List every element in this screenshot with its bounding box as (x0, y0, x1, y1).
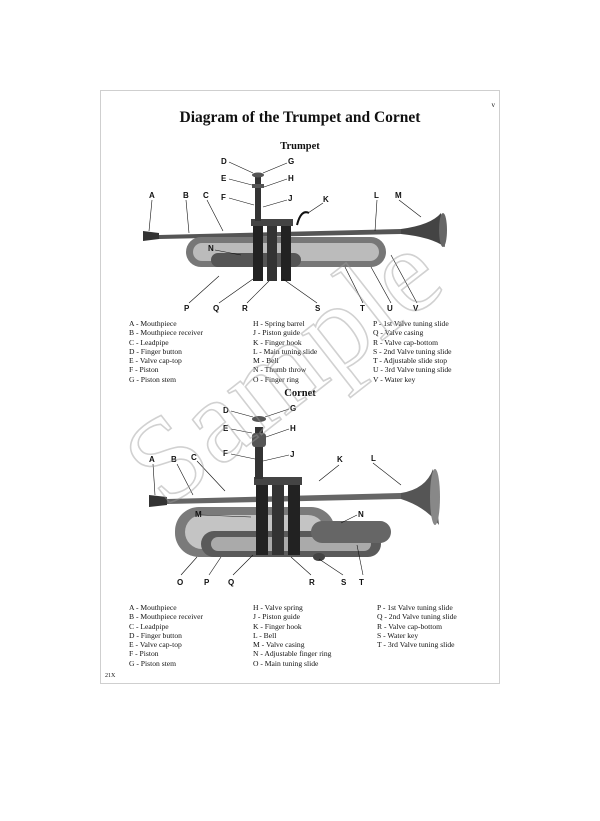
cornet-label-m: M (195, 510, 202, 519)
trumpet-legend: A - Mouthpiece B - Mouthpiece receiver C… (129, 319, 489, 385)
cornet-heading: Cornet (284, 388, 316, 399)
cornet-label-c: C (191, 453, 197, 462)
legend-item: D - Finger button (129, 630, 182, 640)
legend-item: A - Mouthpiece (129, 603, 177, 612)
legend-item: T - 3rd Valve tuning slide (377, 640, 455, 650)
cornet-label-t: T (359, 578, 364, 587)
legend-item: S - Water key (377, 630, 419, 640)
legend-item: Q - 2nd Valve tuning slide (377, 612, 457, 622)
page-number: 21X (105, 673, 116, 679)
legend-item: Q - Valve casing (373, 328, 424, 338)
trumpet-label-j: J (288, 194, 292, 203)
cornet-label-n: N (358, 510, 364, 519)
legend-item: M - Bell (253, 356, 279, 366)
trumpet-label-v: V (413, 304, 419, 313)
legend-item: E - Valve cap-top (129, 640, 182, 650)
legend-item: T - Adjustable slide stop (373, 356, 448, 366)
legend-item: V - Water key (373, 374, 416, 384)
trumpet-label-e: E (221, 174, 227, 183)
legend-item: P - 1st Valve tuning slide (373, 319, 449, 328)
cornet-label-h: H (290, 424, 296, 433)
legend-item: O - Finger ring (253, 374, 299, 384)
trumpet-legend-col-3: P - 1st Valve tuning slide Q - Valve cas… (373, 319, 503, 384)
legend-item: L - Bell (253, 630, 277, 640)
legend-item: C - Leadpipe (129, 621, 169, 631)
trumpet-label-k: K (323, 195, 329, 204)
cornet-label-r: R (309, 578, 315, 587)
legend-item: F - Piston (129, 365, 159, 375)
cornet-diagram: A B C D E F G H J K L M N O P Q R S T (149, 404, 440, 587)
trumpet-label-l: L (374, 191, 379, 200)
legend-item: R - Valve cap-bottom (377, 621, 443, 631)
trumpet-legend-col-2: H - Spring barrel J - Piston guide K - F… (253, 319, 383, 384)
document-page: v Diagram of the Trumpet and Cornet Trum… (100, 90, 500, 684)
legend-item: L - Main tuning slide (253, 346, 318, 356)
cornet-label-l: L (371, 454, 376, 463)
legend-item: F - Piston (129, 649, 159, 659)
trumpet-label-c: C (203, 191, 209, 200)
legend-item: C - Leadpipe (129, 337, 169, 347)
trumpet-illustration (143, 172, 447, 281)
trumpet-label-m: M (395, 191, 402, 200)
legend-item: D - Finger button (129, 346, 182, 356)
legend-item: B - Mouthpiece receiver (129, 328, 204, 338)
trumpet-diagram: A B C D E F G H J K L M N P Q R S T U V (143, 157, 447, 313)
trumpet-label-b: B (183, 191, 189, 200)
trumpet-label-t: T (360, 304, 365, 313)
legend-item: S - 2nd Valve tuning slide (373, 346, 452, 356)
cornet-label-k: K (337, 455, 343, 464)
legend-item: E - Valve cap-top (129, 356, 182, 366)
trumpet-label-q: Q (213, 304, 219, 313)
cornet-legend-col-1: A - Mouthpiece B - Mouthpiece receiver C… (129, 603, 259, 668)
cornet-label-j: J (290, 450, 294, 459)
trumpet-label-g: G (288, 157, 294, 166)
trumpet-label-h: H (288, 174, 294, 183)
legend-item: G - Piston stem (129, 658, 177, 668)
cornet-label-q: Q (228, 578, 234, 587)
cornet-label-f: F (223, 449, 228, 458)
cornet-label-g: G (290, 404, 296, 413)
legend-item: G - Piston stem (129, 374, 177, 384)
page-title: Diagram of the Trumpet and Cornet (179, 109, 421, 126)
trumpet-legend-col-1: A - Mouthpiece B - Mouthpiece receiver C… (129, 319, 259, 384)
trumpet-label-d: D (221, 157, 227, 166)
trumpet-label-a: A (149, 191, 155, 200)
cornet-legend: A - Mouthpiece B - Mouthpiece receiver C… (129, 603, 489, 669)
cornet-illustration (149, 416, 440, 561)
cornet-label-d: D (223, 406, 229, 415)
legend-item: M - Valve casing (253, 640, 305, 650)
legend-item: J - Piston guide (253, 612, 301, 622)
cornet-label-a: A (149, 455, 155, 464)
trumpet-label-r: R (242, 304, 248, 313)
legend-item: B - Mouthpiece receiver (129, 612, 204, 622)
legend-item: O - Main tuning slide (253, 658, 319, 668)
cornet-label-s: S (341, 578, 347, 587)
legend-item: N - Thumb throw (253, 365, 307, 375)
trumpet-label-n: N (208, 244, 214, 253)
legend-item: J - Piston guide (253, 328, 301, 338)
cornet-label-o: O (177, 578, 183, 587)
cornet-legend-col-3: P - 1st Valve tuning slide Q - 2nd Valve… (377, 603, 507, 649)
trumpet-label-u: U (387, 304, 393, 313)
legend-item: N - Adjustable finger ring (253, 649, 332, 659)
trumpet-label-s: S (315, 304, 321, 313)
cornet-label-b: B (171, 455, 177, 464)
trumpet-label-f: F (221, 193, 226, 202)
legend-item: H - Valve spring (253, 603, 303, 612)
legend-item: P - 1st Valve tuning slide (377, 603, 453, 612)
legend-item: A - Mouthpiece (129, 319, 177, 328)
corner-mark: v (491, 101, 496, 109)
legend-item: K - Finger hook (253, 337, 302, 347)
legend-item: H - Spring barrel (253, 319, 305, 328)
cornet-legend-col-2: H - Valve spring J - Piston guide K - Fi… (253, 603, 383, 668)
legend-item: K - Finger hook (253, 621, 302, 631)
legend-item: U - 3rd Valve tuning slide (373, 365, 452, 375)
trumpet-label-p: P (184, 304, 190, 313)
legend-item: R - Valve cap-bottom (373, 337, 439, 347)
cornet-label-p: P (204, 578, 210, 587)
trumpet-heading: Trumpet (280, 141, 320, 152)
cornet-label-e: E (223, 424, 229, 433)
